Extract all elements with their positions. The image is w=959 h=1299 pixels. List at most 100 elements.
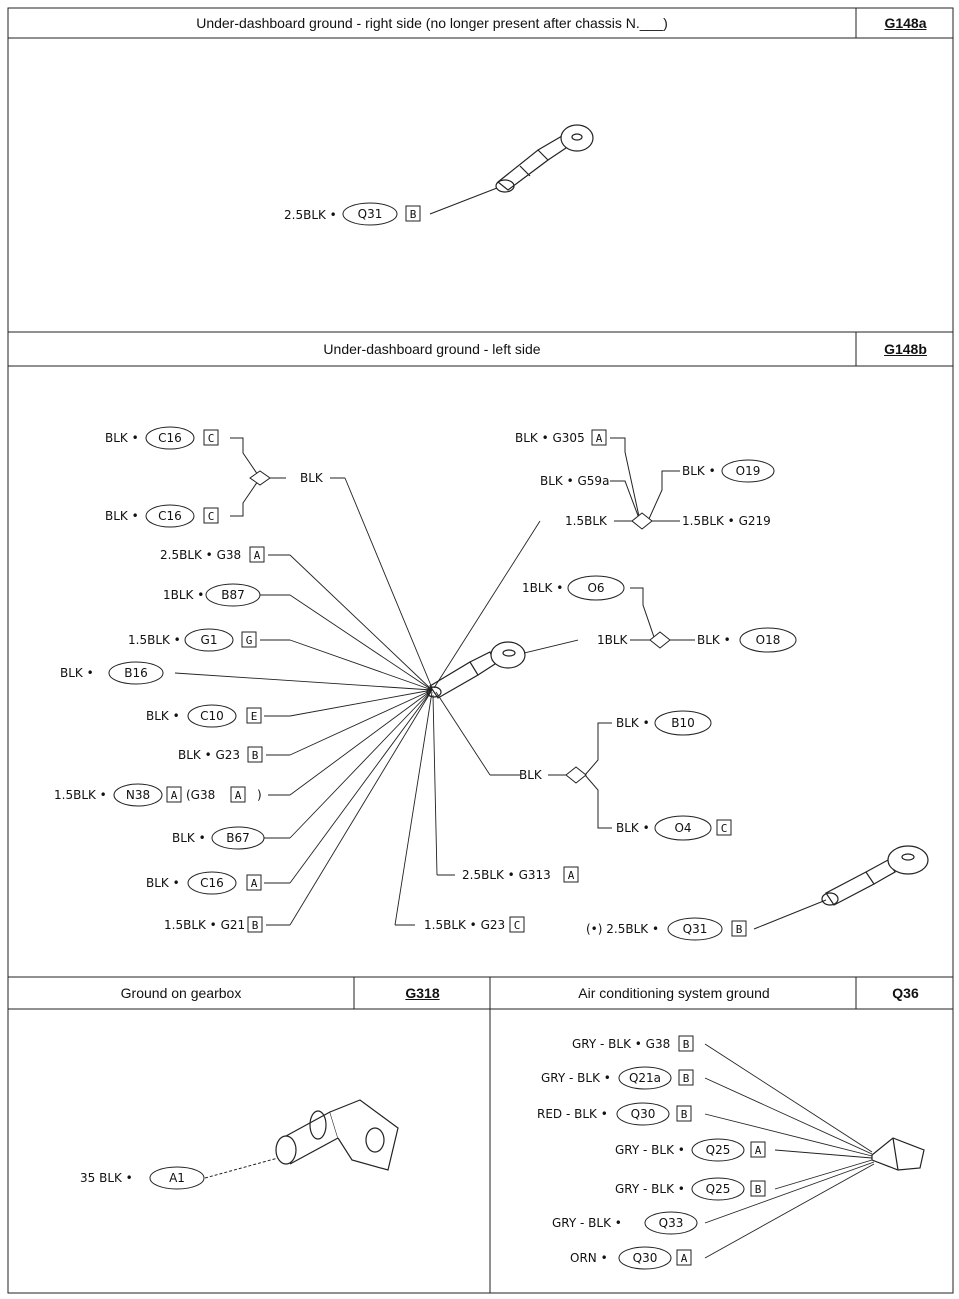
pin-c: C <box>514 919 521 932</box>
section-code-g148b: G148b <box>884 341 927 357</box>
wire-label-1blk: 1BLK • <box>522 581 563 595</box>
wire-label-gry-blk: GRY - BLK • <box>615 1182 685 1196</box>
pin-b: B <box>683 1072 690 1085</box>
connector-q21a: Q21a <box>629 1071 661 1085</box>
ring-terminal-q31 <box>821 845 929 906</box>
pin-b: B <box>683 1038 690 1051</box>
pin-b: B <box>681 1108 688 1121</box>
wire-label-1-5blk: 1.5BLK • <box>128 633 181 647</box>
section-title-q36: Air conditioning system ground <box>578 985 770 1001</box>
connector-q30: Q30 <box>633 1251 658 1265</box>
section-code-g148a: G148a <box>884 15 927 31</box>
fan-wires <box>174 477 579 926</box>
splice-o18 <box>630 587 695 649</box>
pin-a: A <box>251 877 258 890</box>
pin-b: B <box>736 923 743 936</box>
pin-a: A <box>596 432 603 445</box>
section-code-q36: Q36 <box>892 985 919 1001</box>
pin-e: E <box>251 710 258 723</box>
wire-label-1-5blk: 1.5BLK <box>565 514 608 528</box>
pin-a: A <box>235 789 242 802</box>
connector-o4: O4 <box>674 821 691 835</box>
connector-c16: C16 <box>158 509 182 523</box>
wire-label-orn: ORN • <box>570 1251 608 1265</box>
splice-g219 <box>610 437 680 530</box>
connector-b10: B10 <box>671 716 695 730</box>
pin-b: B <box>252 749 259 762</box>
connector-o6: O6 <box>587 581 604 595</box>
connector-a1: A1 <box>169 1171 185 1185</box>
pin-a: A <box>171 789 178 802</box>
ac-ground-wires <box>704 1043 875 1259</box>
section-title-g318: Ground on gearbox <box>120 985 242 1001</box>
wire-label-gry-blk: GRY - BLK • <box>541 1071 611 1085</box>
pin-c: C <box>721 822 728 835</box>
wire-label-1-5blk: 1.5BLK • <box>54 788 107 802</box>
connector-q25: Q25 <box>706 1143 731 1157</box>
wire-label-gry-blk: GRY - BLK • <box>552 1216 622 1230</box>
wire-label-g23: BLK • G23 <box>178 748 240 762</box>
connector-o19: O19 <box>736 464 761 478</box>
wire-label-2-5blk: 2.5BLK • <box>284 208 337 222</box>
pin-a: A <box>254 549 261 562</box>
connector-g1: G1 <box>201 633 218 647</box>
wire-label-blk: BLK • <box>146 709 180 723</box>
connector-oval-q31 <box>342 202 398 226</box>
pin-a: A <box>568 869 575 882</box>
wire-label-g23: 1.5BLK • G23 <box>424 918 505 932</box>
wire-label-blk: BLK <box>519 768 543 782</box>
section-title-g148a: Under-dashboard ground - right side (no … <box>196 15 668 31</box>
connector-b67: B67 <box>226 831 250 845</box>
alt-close: ) <box>257 788 262 802</box>
connector-b16: B16 <box>124 666 148 680</box>
wire-label-g313: 2.5BLK • G313 <box>462 868 551 882</box>
wire-label-g59a: BLK • G59a <box>540 474 609 488</box>
wire-label-blk: BLK • <box>105 509 139 523</box>
pin-a: A <box>755 1144 762 1157</box>
pin-c: C <box>208 432 215 445</box>
ac-ground-block <box>871 1137 925 1171</box>
wire-label-blk: BLK <box>300 471 324 485</box>
wire-label-g305: BLK • G305 <box>515 431 585 445</box>
pin-c: C <box>208 510 215 523</box>
section-code-g318: G318 <box>405 985 440 1001</box>
connector-q33: Q33 <box>659 1216 684 1230</box>
wire-label-1blk: 1BLK <box>597 633 629 647</box>
wire-label-blk: BLK • <box>146 876 180 890</box>
wire-label-35-blk: 35 BLK • <box>80 1171 133 1185</box>
outer-border <box>7 7 954 1294</box>
pin-box-b <box>405 205 421 222</box>
wire-label-blk: BLK • <box>172 831 206 845</box>
connector-q31: Q31 <box>358 207 383 221</box>
wire-label-g219: 1.5BLK • G219 <box>682 514 771 528</box>
connector-b87: B87 <box>221 588 245 602</box>
wire-label-blk: BLK • <box>697 633 731 647</box>
splice-c16 <box>230 437 345 517</box>
connector-q25: Q25 <box>706 1182 731 1196</box>
ring-terminal-g148a <box>495 124 594 193</box>
wire-label-blk: BLK • <box>105 431 139 445</box>
wire-label-g21: 1.5BLK • G21 <box>164 918 245 932</box>
connector-q30: Q30 <box>631 1107 656 1121</box>
splice-b10-o4 <box>548 722 612 829</box>
section-title-g148b: Under-dashboard ground - left side <box>323 341 541 357</box>
ring-terminal-g148b <box>426 641 526 699</box>
note-wire-2-5blk: (•) 2.5BLK • <box>586 922 659 936</box>
pin-b: B <box>755 1183 762 1196</box>
wire-label-blk: BLK • <box>60 666 94 680</box>
connector-c10: C10 <box>200 709 224 723</box>
pin-b: B <box>252 919 259 932</box>
wire-label-gry-blk: GRY - BLK • <box>615 1143 685 1157</box>
connector-c16: C16 <box>158 431 182 445</box>
gearbox-ground-terminal <box>275 1099 399 1171</box>
wire-label-gry-blk-g38: GRY - BLK • G38 <box>572 1037 670 1051</box>
connector-n38: N38 <box>126 788 150 802</box>
alt-connector-g38: (G38 <box>186 788 215 802</box>
connector-o18: O18 <box>756 633 781 647</box>
wire-label-blk: BLK • <box>682 464 716 478</box>
wire-label-g38: 2.5BLK • G38 <box>160 548 241 562</box>
pin-b: B <box>410 208 417 221</box>
wire-label-blk: BLK • <box>616 821 650 835</box>
